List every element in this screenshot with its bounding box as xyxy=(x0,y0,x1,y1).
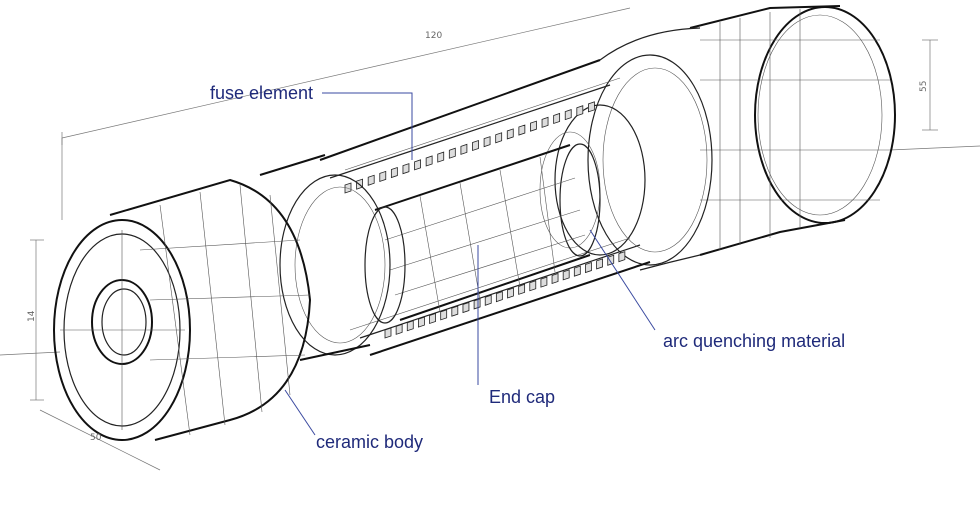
leader-lines xyxy=(284,92,656,436)
fuse-segment xyxy=(483,136,491,148)
fuse-segment xyxy=(367,174,375,186)
fuse-segment xyxy=(390,166,398,179)
fuse-segment xyxy=(541,116,549,128)
fuse-segment xyxy=(395,323,403,335)
fuse-segment xyxy=(588,101,595,113)
fuse-segment xyxy=(495,291,503,303)
upper-fuse-strip xyxy=(344,101,595,194)
fuse-segment xyxy=(429,312,436,325)
outer-tube xyxy=(319,59,651,356)
fuse-segment xyxy=(530,120,537,132)
fuse-segment xyxy=(518,124,526,136)
fuse-segment xyxy=(451,305,459,317)
fuse-segment xyxy=(440,309,448,321)
fuse-segment xyxy=(418,316,425,328)
dimension-right-diameter: 55 xyxy=(919,81,929,92)
fuse-segment xyxy=(540,276,548,288)
left-ceramic-body xyxy=(53,178,312,441)
fuse-segment xyxy=(472,139,479,152)
dimension-lines xyxy=(0,7,980,471)
fuse-segment xyxy=(414,159,421,171)
dimension-depth: 50 xyxy=(90,433,102,443)
fuse-segment xyxy=(564,109,572,121)
fuse-segment xyxy=(576,105,584,117)
fuse-segment xyxy=(473,298,481,310)
fuse-segment xyxy=(551,272,559,285)
dimension-length: 120 xyxy=(425,31,442,41)
fuse-segment xyxy=(507,287,514,299)
fuse-segment xyxy=(437,151,445,163)
fuse-segment xyxy=(596,258,603,270)
fuse-segment xyxy=(402,163,410,175)
right-ceramic-body xyxy=(599,5,896,271)
label-fuse-element: fuse element xyxy=(210,83,313,103)
fuse-segment xyxy=(379,170,387,182)
fuse-segment xyxy=(484,294,492,306)
fuse-segment xyxy=(585,261,592,274)
fuse-segment xyxy=(384,327,392,339)
fuse-segment xyxy=(529,280,537,292)
fuse-segment xyxy=(573,265,581,277)
fuse-segment xyxy=(460,143,468,155)
central-core xyxy=(374,143,601,321)
label-ceramic-body: ceramic body xyxy=(316,432,423,452)
fuse-segment xyxy=(495,132,503,144)
left-end-cap xyxy=(259,154,406,361)
lower-fuse-strip xyxy=(384,251,626,339)
fuse-segment xyxy=(462,301,470,314)
fuse-segment xyxy=(607,254,615,266)
fuse-element-strip xyxy=(344,101,626,339)
fuse-segment xyxy=(562,269,570,281)
label-end-cap: End cap xyxy=(489,387,555,407)
fuse-segment xyxy=(506,128,514,140)
dimension-height: 14 xyxy=(27,310,37,322)
fuse-segment xyxy=(406,320,414,332)
label-arc-quenching-material: arc quenching material xyxy=(663,331,845,351)
fuse-segment xyxy=(553,112,561,125)
fuse-segment xyxy=(448,147,456,159)
fuse-segment xyxy=(425,155,433,167)
fuse-segment xyxy=(618,251,626,263)
